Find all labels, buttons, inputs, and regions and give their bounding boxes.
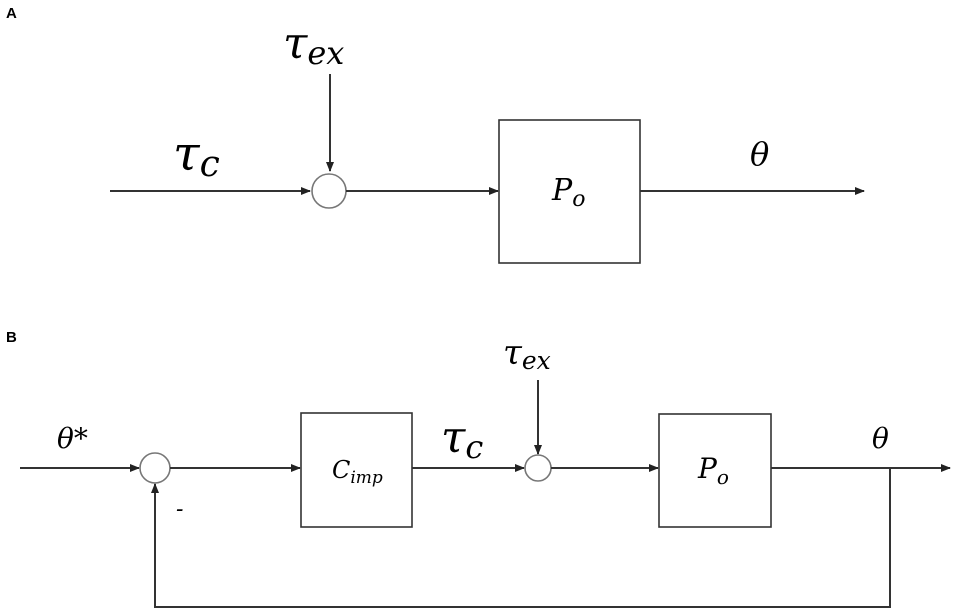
panel-a: A τex τc Po θ	[6, 5, 865, 264]
b-controller-label: Cimp	[332, 456, 383, 488]
panel-a-label: A	[6, 5, 17, 22]
a-output-label: θ	[750, 135, 769, 173]
a-tau-c-label: τc	[173, 126, 220, 185]
b-minus-sign: -	[176, 497, 183, 522]
a-plant-block	[498, 119, 641, 264]
b-summing-junction-2	[524, 454, 552, 482]
a-summing-junction	[311, 173, 347, 209]
b-tau-c-label: τc	[441, 412, 483, 466]
b-feedback-path	[151, 468, 891, 608]
b-plant-block	[658, 413, 772, 528]
b-reference-label: θ*	[57, 422, 88, 455]
b-tau-ex-label: τex	[503, 333, 551, 375]
panel-b: B θ* - Cimp τc τex Po θ	[6, 329, 951, 608]
a-plant-label: Po	[551, 173, 585, 212]
b-controller-block	[300, 412, 413, 528]
b-summing-junction-1	[139, 452, 171, 484]
a-tau-ex-label: τex	[283, 18, 344, 72]
panel-b-label: B	[6, 329, 17, 346]
b-plant-label: Po	[697, 452, 729, 489]
b-output-label: θ	[872, 422, 889, 455]
